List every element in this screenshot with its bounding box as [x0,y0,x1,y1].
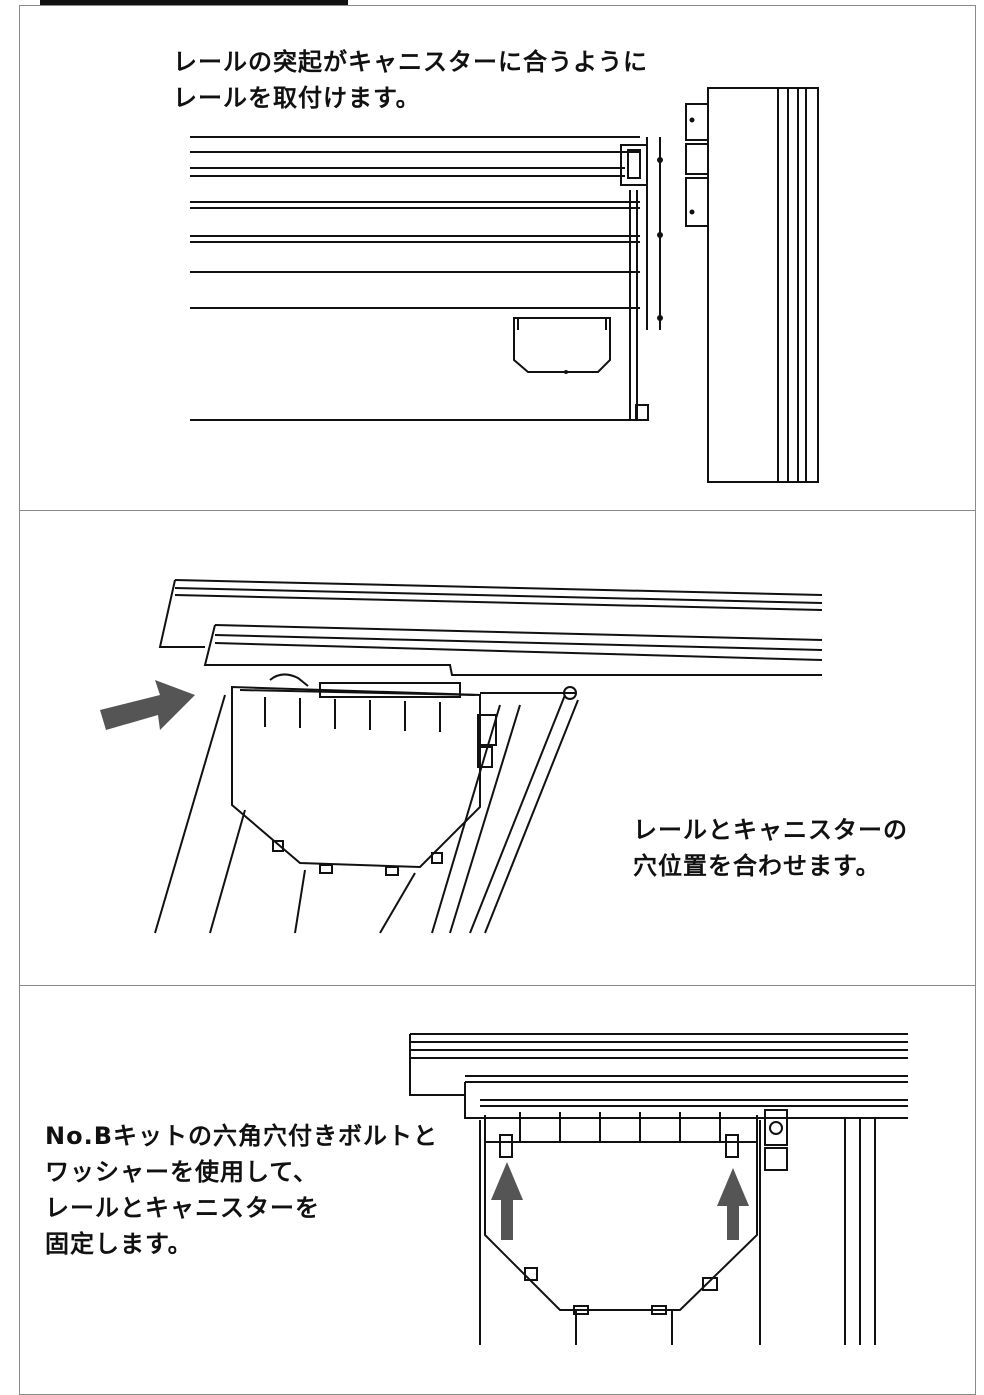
step-1-illustration [190,87,819,483]
step-2-caption: レールとキャニスターの 穴位置を合わせます。 [633,812,908,884]
step-divider-2 [19,985,976,986]
step-1-caption-line-1: レールの突起がキャニスターに合うように [173,48,648,76]
step-3-caption-line-1: No.Bキットの六角穴付きボルトと [45,1122,438,1150]
step-3-caption: No.Bキットの六角穴付きボルトと ワッシャーを使用して、 レールとキャニスター… [45,1118,438,1262]
header-tab [40,0,348,6]
step-divider-1 [19,510,976,511]
arrow-up-icon [491,1162,749,1240]
step-2-illustration [100,579,823,934]
step-3-caption-line-4: 固定します。 [45,1230,193,1258]
step-1-caption-line-2: レールを取付けます。 [173,84,421,112]
step-3-caption-line-2: ワッシャーを使用して、 [45,1158,319,1186]
step-3-illustration [409,1033,908,1345]
arrow-right-icon [100,680,195,730]
step-2-caption-line-2: 穴位置を合わせます。 [633,852,881,880]
step-3-caption-line-3: レールとキャニスターを [45,1194,320,1222]
step-2-caption-line-1: レールとキャニスターの [633,816,908,844]
step-1-caption: レールの突起がキャニスターに合うように レールを取付けます。 [173,44,648,116]
